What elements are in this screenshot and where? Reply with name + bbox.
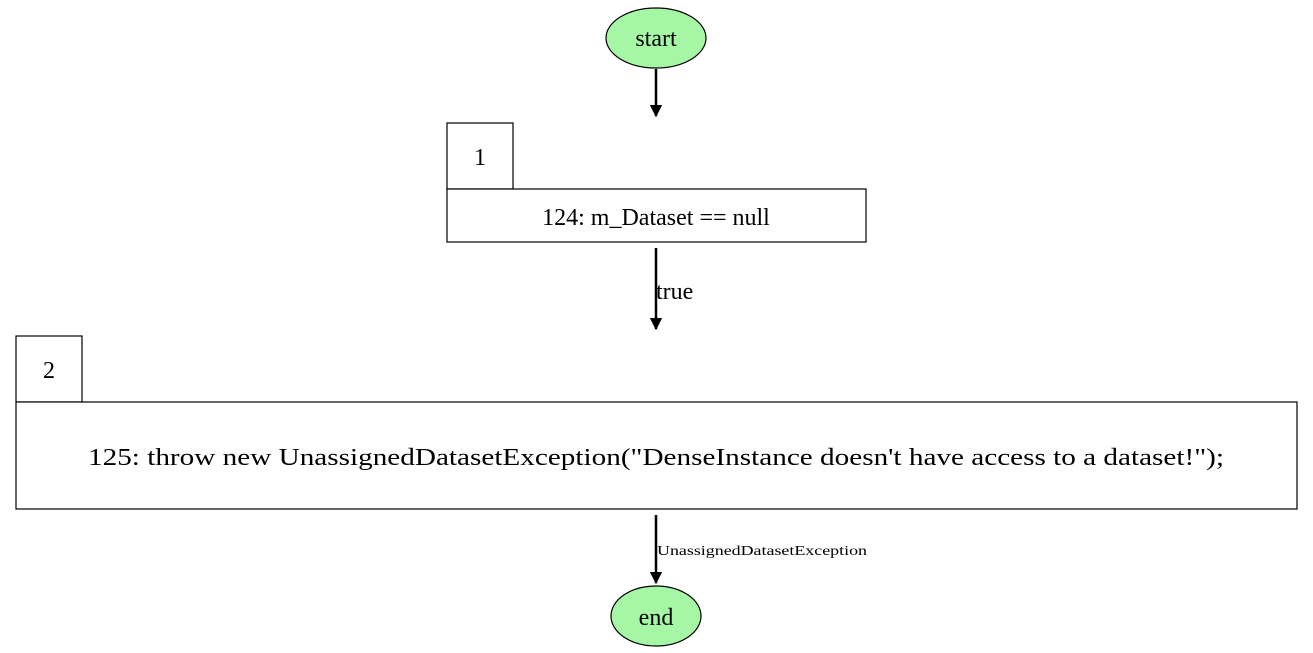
block-2-code-label: 125: throw new UnassignedDatasetExceptio… [88,445,1224,471]
block-1: 1 124: m_Dataset == null [446,122,867,243]
end-node-shape [610,585,702,647]
start-node: start [605,7,707,69]
start-node-label: start [635,26,677,52]
block-1-code-box [446,188,867,243]
block-2-id-box [15,335,83,403]
block-1-id-box [446,122,514,190]
block-1-code-label: 124: m_Dataset == null [542,205,770,231]
edge-exception-label: UnassignedDatasetException [657,544,867,559]
block-2-code-box [15,401,1298,510]
edge-true-label: true [656,279,693,305]
block-2-id-label: 2 [43,358,55,384]
start-node-shape [605,7,707,69]
block-1-id-label: 1 [474,145,486,171]
block-2: 2 125: throw new UnassignedDatasetExcept… [15,335,1298,510]
end-node: end [610,585,702,647]
end-node-label: end [639,605,674,631]
